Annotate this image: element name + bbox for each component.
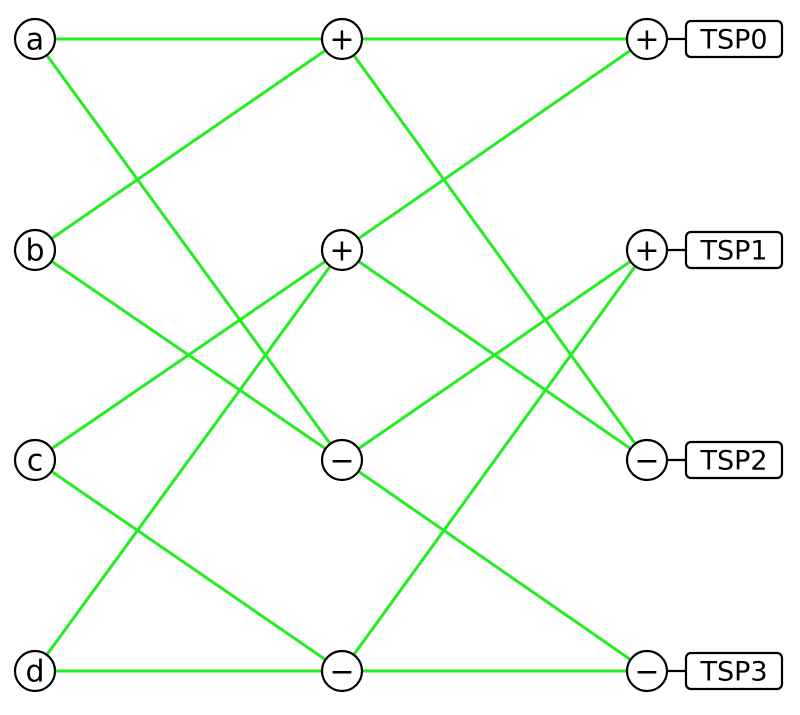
operator-label: − (634, 655, 659, 690)
output-box-frame (684, 230, 784, 270)
input-node-b: b (13, 228, 57, 272)
input-node-d: d (13, 649, 57, 693)
input-label: c (27, 444, 44, 479)
node-circle (13, 17, 57, 61)
stage2-node-s2_1: + (625, 228, 669, 272)
operator-label: + (634, 234, 659, 269)
node-circle (625, 17, 669, 61)
stage2-node-s2_0: + (625, 17, 669, 61)
edge-b-to-s1_0 (34, 37, 343, 252)
edge-s1_1-to-s2_0 (341, 37, 648, 252)
input-node-c: c (13, 438, 57, 482)
node-circle (320, 649, 364, 693)
output-label: TSP3 (699, 657, 767, 688)
output-box-o0: TSP0 (684, 19, 784, 59)
connectors-layer (667, 37, 686, 673)
edge-s1_3-to-s2_1 (340, 249, 649, 672)
output-box-frame (684, 19, 784, 59)
edge-s1_0-to-s2_2 (340, 38, 649, 461)
output-box-o3: TSP3 (684, 651, 784, 691)
output-box-frame (684, 440, 784, 480)
input-node-a: a (13, 17, 57, 61)
output-label: TSP1 (699, 236, 767, 267)
stage1-node-s1_1: + (320, 228, 364, 272)
node-circle (320, 228, 364, 272)
output-box-o2: TSP2 (684, 440, 784, 480)
output-label: TSP0 (699, 25, 767, 56)
input-label: a (26, 23, 44, 58)
edge-c-to-s1_1 (34, 248, 343, 462)
edge-a-to-s1_2 (33, 38, 344, 461)
stage2-node-s2_3: − (625, 649, 669, 693)
edges-layer (33, 37, 649, 673)
output-label: TSP2 (699, 446, 767, 477)
stage1-node-s1_0: + (320, 17, 364, 61)
node-circle (625, 649, 669, 693)
node-circle (13, 649, 57, 693)
input-label: b (25, 234, 44, 269)
edge-s1_2-to-s2_1 (341, 248, 648, 462)
stage1-node-s1_2: − (320, 438, 364, 482)
output-box-frame (684, 651, 784, 691)
node-circle (13, 228, 57, 272)
operator-label: + (329, 234, 354, 269)
node-circle (320, 438, 364, 482)
operator-label: − (329, 444, 354, 479)
node-circle (625, 228, 669, 272)
edge-c-to-s1_3 (34, 458, 343, 673)
operator-label: + (329, 23, 354, 58)
edge-d-to-s1_1 (33, 249, 344, 672)
stage1-node-s1_3: − (320, 649, 364, 693)
node-circle (320, 17, 364, 61)
node-circle (625, 438, 669, 482)
input-label: d (25, 655, 44, 690)
output-box-o1: TSP1 (684, 230, 784, 270)
operator-label: + (634, 23, 659, 58)
node-circle (13, 438, 57, 482)
operator-label: − (329, 655, 354, 690)
edge-s1_2-to-s2_3 (341, 458, 648, 673)
operator-label: − (634, 444, 659, 479)
stage2-node-s2_2: − (625, 438, 669, 482)
